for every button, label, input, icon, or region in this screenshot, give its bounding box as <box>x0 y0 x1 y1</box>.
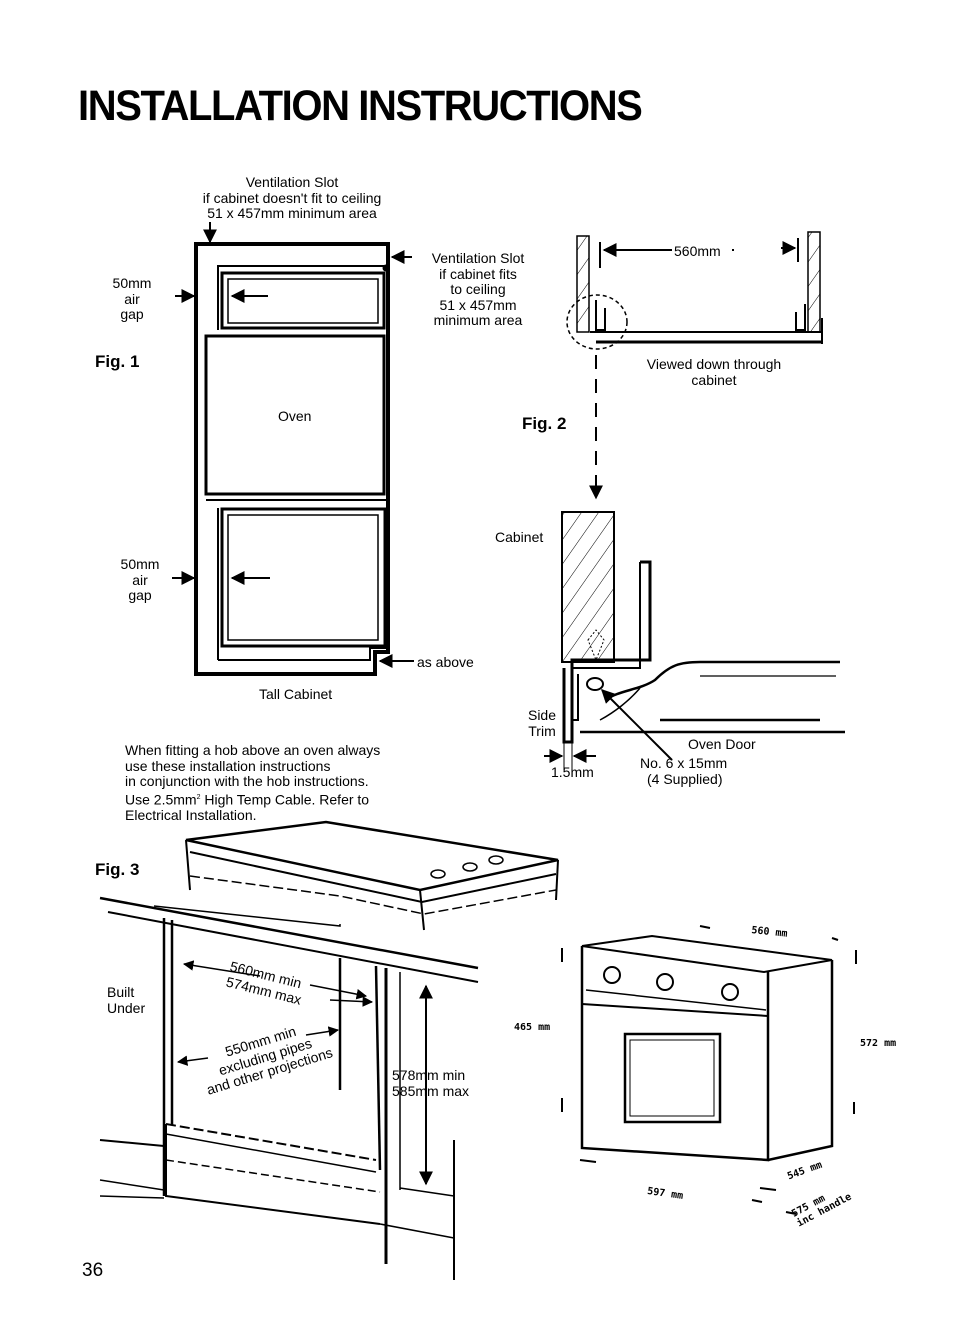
as-above-label: as above <box>417 654 474 670</box>
fig1-label: Fig. 1 <box>95 352 140 371</box>
side-trim-label: Side Trim <box>520 707 564 739</box>
fig2-top-view-drawing <box>566 231 823 500</box>
air-gap-line: 50mm <box>112 275 152 291</box>
tall-cabinet-label: Tall Cabinet <box>259 686 333 702</box>
note-text: High Temp Cable. Refer to <box>200 791 370 808</box>
oven-height-left: 465 mm <box>514 1022 551 1033</box>
vent-top-line: if cabinet doesn't fit to ceiling <box>202 189 382 206</box>
fig1-arrows <box>172 222 414 668</box>
screw-label: No. 6 x 15mm (4 Supplied) <box>640 755 728 787</box>
note-line: When fitting a hob above an oven always <box>125 742 381 758</box>
note-line: Electrical Installation. <box>125 806 257 823</box>
page-title: INSTALLATION INSTRUCTIONS <box>78 82 643 130</box>
note-line: Use 2.5mm2 High Temp Cable. Refer to <box>125 790 380 808</box>
vent-top-line: Ventilation Slot <box>245 174 339 190</box>
vent-top-line: 51 x 457mm minimum area <box>207 205 377 221</box>
air-gap-bottom-label: 50mm air gap <box>110 556 170 604</box>
fig3-built-under-drawing <box>99 820 559 1280</box>
dim-line: 578mm min <box>392 1067 466 1083</box>
vent-right-line: Ventilation Slot <box>431 250 525 266</box>
gap-1-5mm-label: 1.5mm <box>551 764 594 780</box>
oven-door-label: Oven Door <box>688 736 756 752</box>
viewed-down-label: Viewed down through cabinet <box>630 356 798 388</box>
oven-height-right: 572 mm <box>860 1038 897 1049</box>
side-trim-line: Trim <box>528 722 556 739</box>
note-superscript: 2 <box>196 793 201 801</box>
viewed-line: Viewed down through <box>646 356 782 372</box>
note-line: use these installation instructions <box>125 757 331 774</box>
vent-slot-right-label: Ventilation Slot if cabinet fits to ceil… <box>413 250 543 329</box>
air-gap-top-label: 50mm air gap <box>102 275 162 323</box>
air-gap-line: air <box>132 571 148 588</box>
screw-line: No. 6 x 15mm <box>640 755 728 771</box>
fig3-label: Fig. 3 <box>95 860 140 879</box>
built-under-line: Built <box>107 984 135 1000</box>
fig1-tall-cabinet-drawing <box>194 242 390 676</box>
hob-note: When fitting a hob above an oven always … <box>125 742 381 823</box>
built-under-line: Under <box>107 999 146 1016</box>
dim-line: 585mm max <box>392 1082 470 1099</box>
vent-right-line: if cabinet fits <box>439 265 517 282</box>
side-trim-line: Side <box>527 707 557 723</box>
viewed-line: cabinet <box>691 371 737 388</box>
cabinet-label: Cabinet <box>495 529 544 545</box>
page-number: 36 <box>82 1260 104 1281</box>
air-gap-line: gap <box>128 587 152 603</box>
oven-label: Oven <box>278 408 312 424</box>
note-text: Use 2.5mm <box>125 791 197 808</box>
fig2-label: Fig. 2 <box>522 414 567 433</box>
vent-right-line: 51 x 457mm <box>439 296 517 313</box>
vent-right-line: to ceiling <box>450 281 506 297</box>
width-560-label: 560mm <box>674 243 721 259</box>
fig2-section-drawing <box>544 511 845 770</box>
air-gap-line: air <box>124 290 140 307</box>
height-dimension-label: 578mm min 585mm max <box>392 1067 470 1099</box>
built-under-label: Built Under <box>107 984 146 1016</box>
air-gap-line: 50mm <box>120 556 160 572</box>
note-line: in conjunction with the hob instructions… <box>125 773 369 789</box>
screw-line: (4 Supplied) <box>647 770 723 787</box>
air-gap-line: gap <box>120 306 144 322</box>
oven-dimension-drawing <box>561 925 857 1215</box>
vent-right-line: minimum area <box>433 312 523 328</box>
vent-slot-top-label: Ventilation Slot if cabinet doesn't fit … <box>172 174 412 222</box>
